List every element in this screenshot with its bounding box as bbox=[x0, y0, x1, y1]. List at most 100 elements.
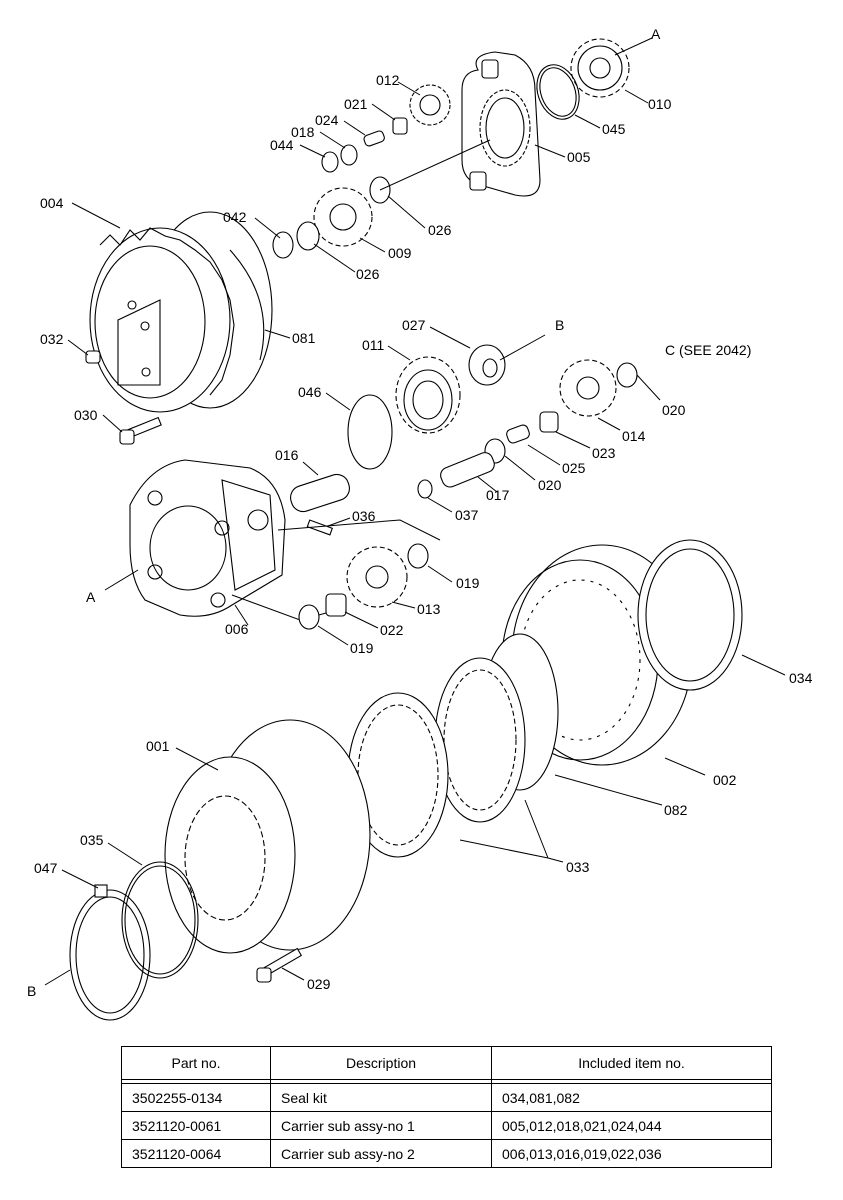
label-044: 044 bbox=[270, 137, 294, 153]
label-A-left: A bbox=[86, 589, 96, 605]
label-010: 010 bbox=[648, 96, 672, 112]
table-row: 3521120-0061 Carrier sub assy-no 1 005,0… bbox=[121, 1111, 772, 1140]
header-included-items: Included item no. bbox=[491, 1046, 772, 1080]
label-006: 006 bbox=[225, 621, 249, 637]
washer-019-upper bbox=[407, 543, 429, 569]
label-035: 035 bbox=[80, 832, 104, 848]
cell-included-items: 005,012,018,021,024,044 bbox=[491, 1111, 772, 1140]
bolt-029 bbox=[256, 947, 303, 983]
bolt-030 bbox=[119, 416, 162, 445]
label-012: 012 bbox=[376, 72, 400, 88]
label-A-top: A bbox=[651, 26, 661, 42]
label-033: 033 bbox=[566, 859, 590, 875]
label-037: 037 bbox=[455, 507, 479, 523]
cell-part-no: 3521120-0061 bbox=[121, 1111, 271, 1140]
label-017: 017 bbox=[486, 487, 510, 503]
label-042: 042 bbox=[223, 209, 247, 225]
label-026-lower: 026 bbox=[356, 266, 380, 282]
label-005: 005 bbox=[567, 149, 591, 165]
shaft-016 bbox=[290, 473, 350, 513]
carrier-005 bbox=[461, 51, 541, 197]
header-part-no: Part no. bbox=[121, 1046, 271, 1080]
snap-ring-047 bbox=[69, 884, 151, 1021]
cell-part-no: 3502255-0134 bbox=[121, 1083, 271, 1112]
header-description: Description bbox=[270, 1046, 492, 1080]
pin-025 bbox=[506, 424, 530, 444]
label-C: C (SEE 2042) bbox=[665, 342, 751, 358]
gear-010 bbox=[570, 38, 630, 98]
washer-018 bbox=[340, 144, 358, 166]
ring-035 bbox=[121, 861, 199, 979]
cell-description: Carrier sub assy-no 2 bbox=[270, 1139, 492, 1168]
bearing-033-outer bbox=[434, 657, 526, 823]
carrier-006 bbox=[129, 459, 286, 617]
callout-labels: A 010 045 005 012 021 024 018 044 004 04… bbox=[27, 26, 813, 999]
cell-description: Seal kit bbox=[270, 1083, 492, 1112]
label-082: 082 bbox=[664, 802, 688, 818]
cell-description: Carrier sub assy-no 1 bbox=[270, 1111, 492, 1140]
label-014: 014 bbox=[622, 428, 646, 444]
label-020-lower: 020 bbox=[538, 477, 562, 493]
gear-011 bbox=[395, 356, 461, 434]
label-001: 001 bbox=[146, 738, 170, 754]
label-002: 002 bbox=[713, 772, 737, 788]
label-025: 025 bbox=[562, 460, 586, 476]
cell-part-no: 3521120-0064 bbox=[121, 1139, 271, 1168]
cell-included-items: 006,013,016,019,022,036 bbox=[491, 1139, 772, 1168]
ring-046 bbox=[347, 394, 393, 470]
bearing-021 bbox=[392, 117, 408, 135]
label-026-upper: 026 bbox=[428, 222, 452, 238]
ring-037 bbox=[417, 479, 433, 499]
washer-026-lower bbox=[296, 221, 320, 251]
label-081: 081 bbox=[292, 330, 316, 346]
washer-019-lower bbox=[298, 604, 320, 630]
label-020-upper: 020 bbox=[662, 402, 686, 418]
ring-042 bbox=[272, 231, 294, 259]
label-018: 018 bbox=[291, 124, 315, 140]
label-027: 027 bbox=[402, 317, 426, 333]
bearing-023 bbox=[539, 411, 559, 433]
table-header-row: Part no. Description Included item no. bbox=[121, 1046, 772, 1080]
label-021: 021 bbox=[344, 96, 368, 112]
label-030: 030 bbox=[74, 407, 98, 423]
label-046: 046 bbox=[298, 384, 322, 400]
ring-044 bbox=[321, 151, 339, 173]
label-034: 034 bbox=[789, 670, 813, 686]
seal-081 bbox=[229, 249, 265, 361]
leader-lines bbox=[44, 37, 786, 986]
label-B-mid: B bbox=[555, 317, 564, 333]
washer-020-upper bbox=[616, 362, 638, 388]
housing-004 bbox=[89, 211, 273, 413]
label-019-lower: 019 bbox=[350, 640, 374, 656]
housing-001 bbox=[164, 719, 371, 954]
exploded-parts-diagram: A 010 045 005 012 021 024 018 044 004 04… bbox=[27, 26, 813, 1021]
pin-036 bbox=[306, 519, 334, 536]
label-B-bottom: B bbox=[27, 983, 36, 999]
table-row: 3502255-0134 Seal kit 034,081,082 bbox=[121, 1083, 772, 1112]
seal-ring-045 bbox=[536, 64, 580, 120]
label-022: 022 bbox=[380, 622, 404, 638]
seal-034 bbox=[637, 539, 743, 691]
gear-012 bbox=[409, 84, 451, 126]
label-004: 004 bbox=[40, 195, 64, 211]
label-036: 036 bbox=[352, 508, 376, 524]
label-011: 011 bbox=[362, 337, 385, 353]
gear-014 bbox=[559, 359, 617, 417]
label-023: 023 bbox=[592, 445, 616, 461]
gear-009 bbox=[313, 187, 373, 247]
label-045: 045 bbox=[602, 121, 626, 137]
cell-included-items: 034,081,082 bbox=[491, 1083, 772, 1112]
label-019-upper: 019 bbox=[456, 575, 480, 591]
label-032: 032 bbox=[40, 331, 64, 347]
label-024: 024 bbox=[315, 112, 339, 128]
pin-024 bbox=[363, 130, 385, 147]
label-047: 047 bbox=[34, 860, 58, 876]
bearing-022 bbox=[325, 593, 347, 617]
plug-032 bbox=[85, 350, 101, 364]
parts-table: Part no. Description Included item no. 3… bbox=[121, 1046, 772, 1168]
label-029: 029 bbox=[307, 976, 331, 992]
label-016: 016 bbox=[275, 447, 299, 463]
washer-027 bbox=[468, 344, 506, 386]
shaft-017 bbox=[440, 452, 495, 488]
label-013: 013 bbox=[417, 601, 441, 617]
